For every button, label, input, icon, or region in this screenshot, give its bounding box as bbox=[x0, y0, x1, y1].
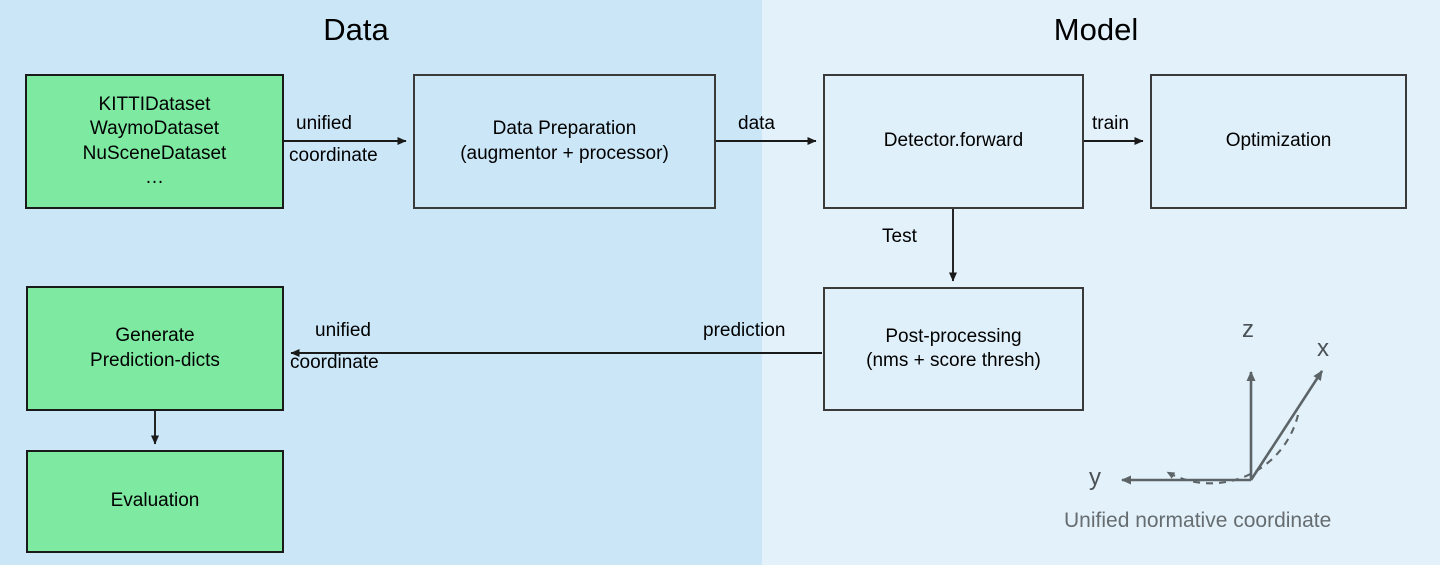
edge-label-coordinate-top: coordinate bbox=[289, 145, 378, 166]
node-detector-forward[interactable]: Detector.forward bbox=[823, 74, 1084, 209]
edge-label-unified-bottom: unified bbox=[315, 320, 371, 341]
coordinate-caption: Unified normative coordinate bbox=[1064, 509, 1332, 532]
node-post-processing[interactable]: Post-processing (nms + score thresh) bbox=[823, 287, 1084, 411]
edge-label-unified-coordinate-top: unified bbox=[296, 113, 352, 134]
axis-y-label: y bbox=[1089, 464, 1101, 491]
edge-label-prediction: prediction bbox=[703, 320, 786, 341]
node-optimization[interactable]: Optimization bbox=[1150, 74, 1407, 209]
coordinate-axes-icon bbox=[1121, 370, 1324, 485]
node-data-preparation[interactable]: Data Preparation (augmentor + processor) bbox=[413, 74, 716, 209]
edge-label-data: data bbox=[738, 113, 775, 134]
node-datasets[interactable]: KITTIDataset WaymoDataset NuSceneDataset… bbox=[25, 74, 284, 209]
data-section-title: Data bbox=[323, 12, 389, 47]
node-evaluation[interactable]: Evaluation bbox=[26, 450, 284, 553]
axis-x-line bbox=[1249, 370, 1324, 481]
edge-label-coordinate-bottom: coordinate bbox=[290, 352, 379, 373]
edge-label-test: Test bbox=[882, 226, 917, 247]
model-section-title: Model bbox=[1053, 12, 1139, 47]
axis-z-label: z bbox=[1242, 316, 1254, 343]
edge-label-train: train bbox=[1092, 113, 1129, 134]
axis-x-label: x bbox=[1317, 335, 1329, 362]
node-generate-prediction-dicts[interactable]: Generate Prediction-dicts bbox=[26, 286, 284, 411]
rotation-arc-icon bbox=[1166, 414, 1300, 485]
